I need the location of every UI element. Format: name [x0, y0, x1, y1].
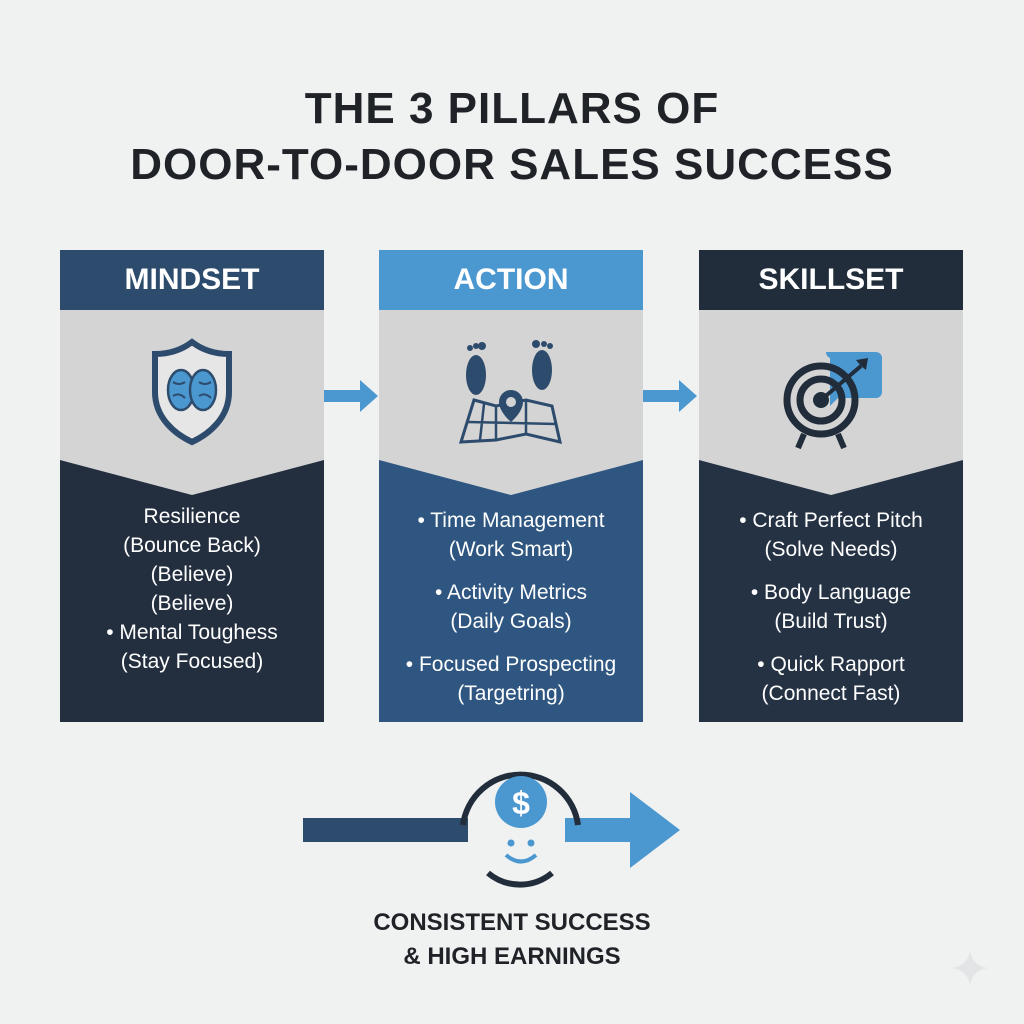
item-title: • Quick Rapport — [757, 653, 905, 676]
pillar-header: ACTION — [379, 250, 643, 310]
item-text: (Bounce Back) — [123, 534, 261, 557]
result-line-1: CONSISTENT SUCCESS — [373, 909, 651, 936]
item-title: • Time Management — [417, 509, 605, 532]
sparkle-icon — [952, 950, 988, 986]
svg-text:$: $ — [512, 785, 530, 821]
pillar-mindset: MINDSET Resilience (Bounce Back) (Believ… — [60, 250, 324, 722]
item-text: • Mental Toughess — [106, 621, 278, 644]
item-sub: (Solve Needs) — [764, 538, 898, 561]
title-line-2: DOOR-TO-DOOR SALES SUCCESS — [130, 140, 894, 189]
item-title: • Body Language — [750, 581, 912, 604]
pillar-action: ACTION • Time Management (Work Smart) • … — [379, 250, 643, 722]
item-text: Resilience — [143, 505, 241, 528]
item-sub: (Connect Fast) — [761, 682, 901, 705]
pillar-body — [60, 460, 324, 722]
item-sub: (Work Smart) — [448, 538, 574, 561]
item-text: (Believe) — [150, 592, 234, 615]
arrow-right-icon — [643, 380, 697, 412]
item-title: • Focused Prospecting — [405, 653, 617, 676]
arrow-right-icon — [324, 380, 378, 412]
item-sub: (Targetring) — [457, 682, 565, 705]
item-sub: (Daily Goals) — [450, 610, 572, 633]
result-line-2: & HIGH EARNINGS — [403, 943, 621, 970]
item-title: • Activity Metrics — [434, 581, 588, 604]
pillar-skillset: SKILLSET • Craft Perfect Pitch (Solve Ne… — [699, 250, 963, 722]
shield-brain-icon — [152, 338, 232, 446]
item-title: • Craft Perfect Pitch — [739, 509, 923, 532]
result-text: CONSISTENT SUCCESS & HIGH EARNINGS — [0, 906, 1024, 974]
item-sub: (Build Trust) — [774, 610, 888, 633]
result-arrow-dollar-smile-icon: $ — [303, 771, 680, 888]
item-text: (Believe) — [150, 563, 234, 586]
pillar-body — [379, 460, 643, 722]
pillar-body — [699, 460, 963, 722]
title-line-1: THE 3 PILLARS OF — [304, 84, 720, 133]
pillar-header: SKILLSET — [699, 250, 963, 310]
footprints-map-icon — [458, 340, 562, 445]
pillar-header: MINDSET — [60, 250, 324, 310]
item-text: (Stay Focused) — [120, 650, 264, 673]
target-arrow-chat-icon — [783, 352, 882, 450]
